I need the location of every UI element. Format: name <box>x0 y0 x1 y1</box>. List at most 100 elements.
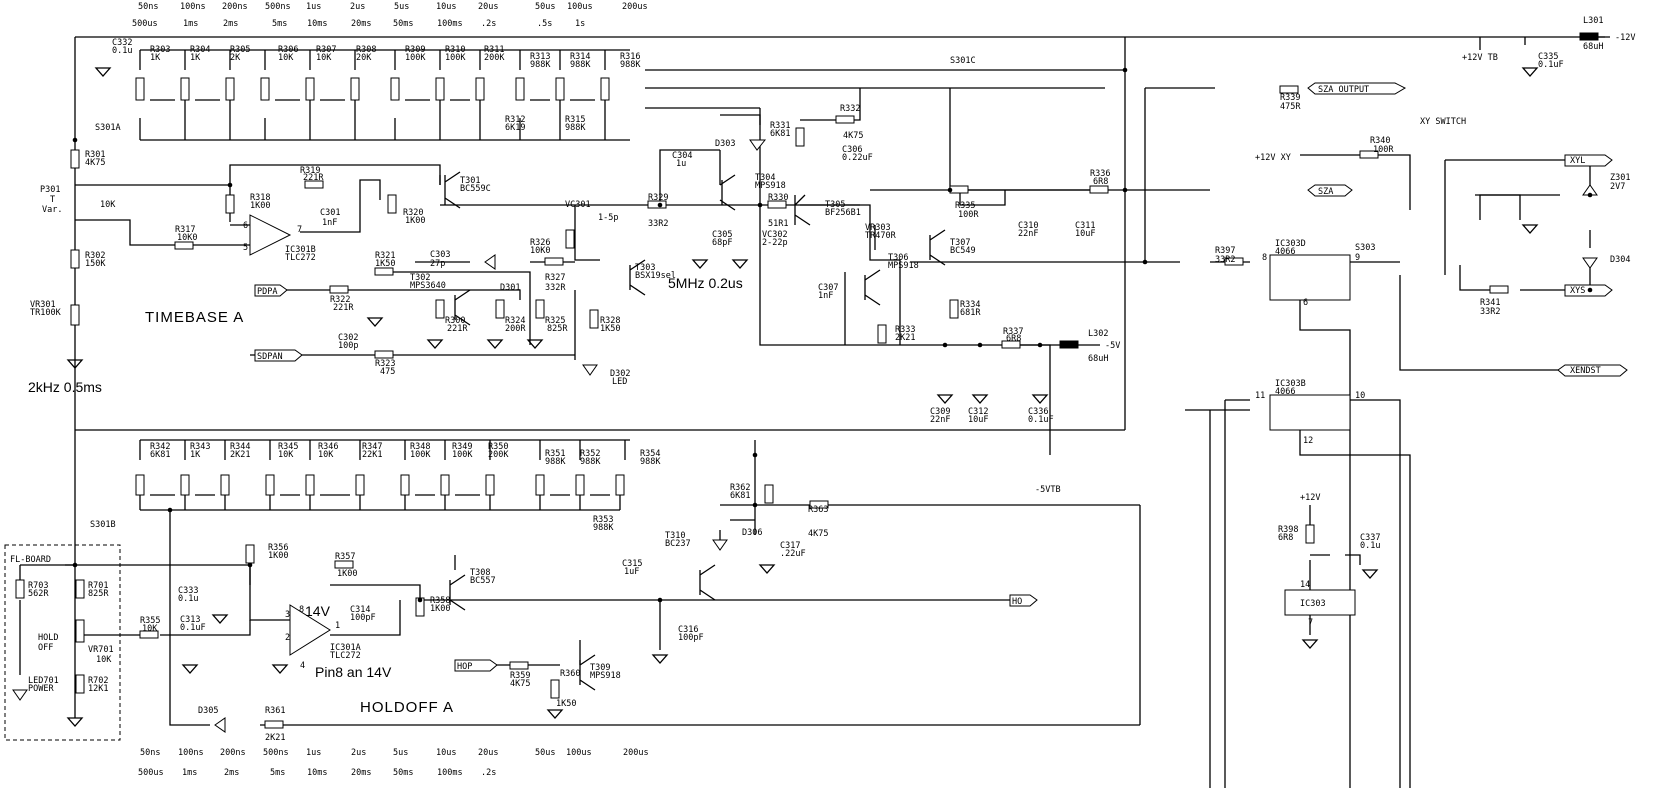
component-label: R344 <box>230 442 250 452</box>
component-label: 988K <box>570 60 591 70</box>
component-label: R361 <box>265 706 285 716</box>
time-scale-top-row1: 50ns 100ns 200ns 500ns 1us 2us 5us 10us … <box>138 2 648 12</box>
scale-label: 5ms <box>270 768 285 778</box>
component-label: BC557 <box>470 576 496 586</box>
scale-label: 500ns <box>263 748 289 758</box>
component-label: TLC272 <box>285 253 316 263</box>
component-label: 12 <box>1303 436 1313 446</box>
component-label: R319 <box>300 166 320 176</box>
scale-label: 1us <box>306 2 321 12</box>
component-label: 1u <box>676 159 686 169</box>
component-label: R336 <box>1090 169 1110 179</box>
scale-label: 2ms <box>224 768 239 778</box>
component-label: R702 <box>88 676 108 686</box>
time-scale-bottom-row1: 50ns 100ns 200ns 500ns 1us 2us 5us 10us … <box>140 748 649 758</box>
component-label: 33R2 <box>1215 255 1235 265</box>
timebase-heading: TIMEBASE A <box>145 309 244 326</box>
component-label: R303 <box>150 45 170 55</box>
component-label: R347 <box>362 442 382 452</box>
component-label: 4K75 <box>85 158 105 168</box>
component-label: 1K00 <box>250 201 270 211</box>
component-label: 221R <box>447 324 468 334</box>
component-label: R325 <box>545 316 565 326</box>
port-xyl: XYL <box>1570 156 1585 166</box>
component-label: L301 <box>1583 16 1603 26</box>
component-label: 11 <box>1255 391 1265 401</box>
component-label: 8 <box>299 605 304 615</box>
scale-label: 200us <box>622 2 648 12</box>
component-label: VC302 <box>762 230 788 240</box>
component-label: 988K <box>640 457 661 467</box>
component-label: 988K <box>545 457 566 467</box>
pin8-note: Pin8 an 14V <box>315 664 392 680</box>
component-label: 10K <box>316 53 332 63</box>
component-label: R316 <box>620 52 640 62</box>
component-label: R359 <box>510 671 530 681</box>
component-label: 988K <box>593 523 614 533</box>
scale-label: 50ns <box>140 748 160 758</box>
component-label: 4066 <box>1275 247 1295 257</box>
scale-label: 50us <box>535 748 555 758</box>
scale-label: 1us <box>306 748 321 758</box>
component-label: 0.1uF <box>1538 60 1564 70</box>
component-label: MPS918 <box>888 261 919 271</box>
component-label: C303 <box>430 250 450 260</box>
component-label: R326 <box>530 238 550 248</box>
component-label: 0.1uF <box>180 623 206 633</box>
component-label: R363 <box>808 505 828 515</box>
component-label: 8 <box>1262 253 1267 263</box>
component-label: R362 <box>730 483 750 493</box>
component-label: R351 <box>545 449 565 459</box>
component-label: 3 <box>285 610 290 620</box>
component-label: BSX19sel <box>635 271 676 281</box>
component-label: R302 <box>85 251 105 261</box>
component-label: R349 <box>452 442 472 452</box>
component-label: R301 <box>85 150 105 160</box>
component-label: 2K <box>230 53 241 63</box>
component-label: BC559C <box>460 184 491 194</box>
component-label: 0.22uF <box>842 153 873 163</box>
component-label: T309 <box>590 663 610 673</box>
component-label: 1nF <box>322 218 337 228</box>
timebase-frequency-note: 2kHz 0.5ms <box>28 379 102 395</box>
component-label: C333 <box>178 586 198 596</box>
component-label: 988K <box>580 457 601 467</box>
component-label: R357 <box>335 552 355 562</box>
component-label: 7 <box>1308 618 1313 628</box>
component-label: 6K19 <box>505 123 525 133</box>
scale-label: .2s <box>481 768 496 778</box>
component-label: 221R <box>333 303 354 313</box>
scale-label: 200ns <box>222 2 248 12</box>
port-shapes <box>254 82 1628 672</box>
component-label: D305 <box>198 706 218 716</box>
component-label: R334 <box>960 300 980 310</box>
rail-label: -5VTB <box>1035 485 1061 495</box>
port-hop: HOP <box>457 662 472 672</box>
component-label: 200K <box>484 53 505 63</box>
scale-label: .2s <box>481 19 496 29</box>
component-label: P301 <box>40 185 60 195</box>
junction-dots <box>72 67 1593 603</box>
component-label: 1K50 <box>600 324 620 334</box>
component-label: R304 <box>190 45 210 55</box>
scale-label: 100ms <box>437 19 463 29</box>
component-label: C302 <box>338 333 358 343</box>
component-label: R358 <box>430 596 450 606</box>
scale-label: 200us <box>623 748 649 758</box>
component-label: IC301B <box>285 245 316 255</box>
component-label: T305 <box>825 200 845 210</box>
scale-label: 10us <box>436 748 456 758</box>
rail-label: +12V <box>1300 493 1320 503</box>
component-label: R307 <box>316 45 336 55</box>
component-label: 100p <box>338 341 358 351</box>
rail-label: -12V <box>1615 33 1635 43</box>
scale-label: 2us <box>350 2 365 12</box>
component-label: 6 <box>243 221 248 231</box>
switch-label-s301b: S301B <box>90 520 116 530</box>
component-label: 51R1 <box>768 219 788 229</box>
component-label: 1K <box>190 53 201 63</box>
holdoff-heading: HOLDOFF A <box>360 699 454 716</box>
transistors <box>444 171 946 691</box>
component-label: 7 <box>297 225 302 235</box>
